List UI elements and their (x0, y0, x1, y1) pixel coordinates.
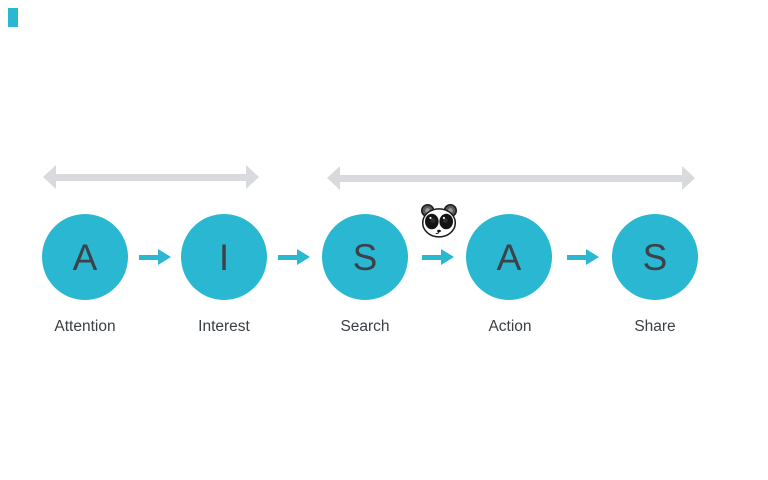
arrow-shaft (340, 174, 682, 182)
step-circle-interest: I (181, 214, 267, 300)
arrow-interest-to-search-icon (278, 249, 310, 265)
arrowhead-right-icon (246, 165, 259, 189)
search-action-share-range-arrow (327, 166, 695, 190)
step-circle-attention: A (42, 214, 128, 300)
arrow-attention-to-interest-icon (139, 249, 171, 265)
arrowhead-left-icon (327, 166, 340, 190)
step-letter: A (496, 236, 522, 278)
step-label-search: Search (340, 318, 390, 335)
arrow-search-to-action-icon (422, 249, 454, 265)
step-letter: A (72, 236, 98, 278)
arrowhead-left-icon (43, 165, 56, 189)
step-circle-share: S (612, 214, 698, 300)
step-label-action: Action (488, 318, 532, 335)
arrow-shaft (56, 173, 246, 181)
step-label-share: Share (634, 318, 676, 335)
step-letter: S (642, 236, 668, 278)
step-circle-search: S (322, 214, 408, 300)
step-label-interest: Interest (198, 318, 250, 335)
arrowhead-right-icon (682, 166, 695, 190)
text-cursor-artifact (8, 8, 18, 27)
step-letter: S (352, 236, 378, 278)
panda-icon (421, 203, 457, 238)
step-circle-action: A (466, 214, 552, 300)
arrow-action-to-share-icon (567, 249, 599, 265)
step-label-attention: Attention (54, 318, 116, 335)
attention-interest-range-arrow (43, 165, 259, 189)
step-letter: I (218, 236, 230, 278)
